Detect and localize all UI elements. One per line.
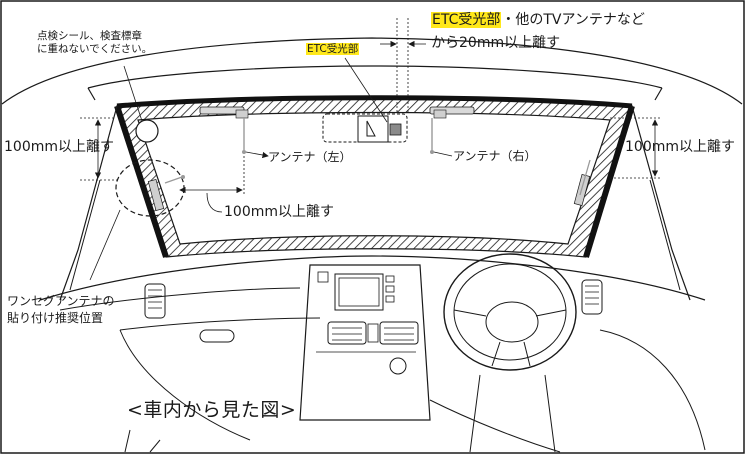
etc-receiver-box — [389, 123, 402, 136]
seal-warning-line2: に重ねないでください。 — [37, 43, 153, 55]
roof-line — [1, 37, 743, 105]
etc-other-antenna-label: ・他のTVアンテナなど — [501, 12, 645, 28]
view-caption: <車内から見た図> — [127, 399, 297, 421]
seal-warning-line1: 点検シール、検査標章 — [37, 30, 142, 42]
etc-receiver-center-label: ETC受光部 — [306, 43, 360, 56]
antenna-right-label: アンテナ（右） — [453, 149, 537, 163]
oneseg-label-line2: 貼り付け推奨位置 — [7, 311, 104, 325]
distance-100mm-pillar-label: 100mm以上離す — [224, 204, 334, 220]
steering-wheel — [443, 253, 577, 371]
distance-20mm-label: から20mm以上離す — [431, 35, 561, 51]
center-console — [299, 264, 431, 421]
antenna-left-label: アンテナ（左） — [268, 150, 352, 164]
distance-100mm-left-label: 100mm以上離す — [4, 139, 114, 155]
etc-receiver-top-label: ETC受光部 — [431, 12, 502, 28]
dashboard — [39, 255, 706, 301]
inspection-sticker — [135, 119, 159, 143]
distance-100mm-right-label: 100mm以上離す — [625, 139, 735, 155]
oneseg-label-line1: ワンセグアンテナの — [7, 294, 115, 308]
etc-note-line1: ETC受光部・他のTVアンテナなど — [431, 12, 645, 28]
